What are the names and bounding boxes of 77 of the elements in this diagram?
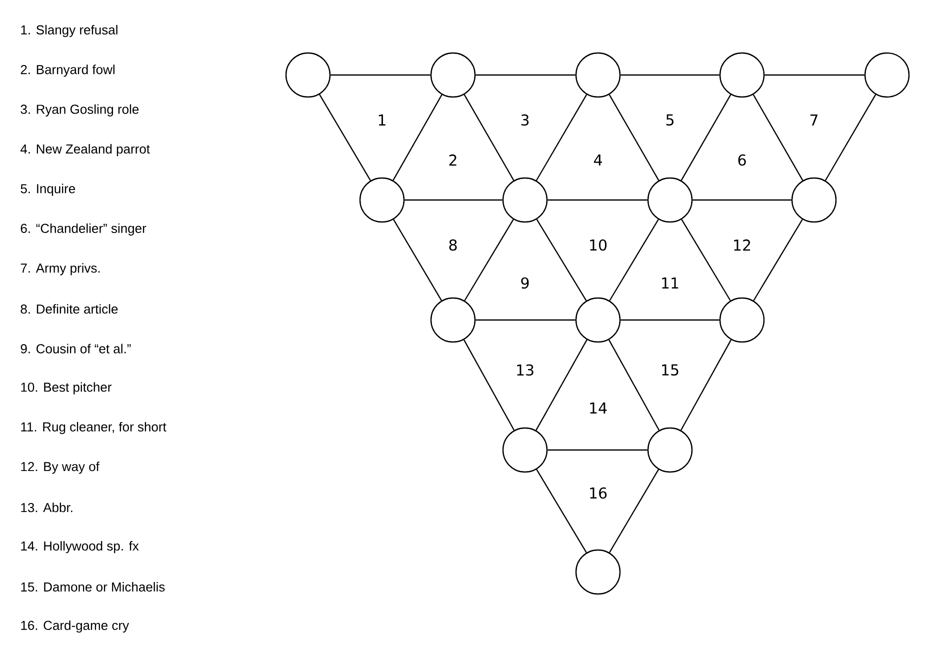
grid-line [620, 74, 720, 76]
grid-line [476, 74, 576, 76]
grid-line [753, 219, 803, 301]
clue-text: 7. Army privs. [20, 263, 100, 276]
clue-text: 8. Definite article [20, 304, 118, 314]
grid-line [680, 94, 732, 181]
triangle-number: 2 [449, 154, 456, 166]
clue-text: 13. Abbr. [21, 502, 72, 512]
answer-circle [430, 52, 476, 98]
clue-text: 12. By way of [21, 462, 100, 474]
triangle-number: 10 [590, 239, 607, 251]
grid-line [824, 94, 876, 181]
clue-text: 2. Barnyard fowl [20, 64, 114, 77]
answer-circle [430, 297, 476, 343]
grid-line [692, 199, 792, 201]
grid-line [620, 319, 720, 321]
grid-line [476, 319, 576, 321]
clue-text: 4. New Zealand parrot [20, 144, 150, 156]
grid-line [464, 219, 514, 301]
answer-circle [575, 52, 621, 98]
triangle-number: 1 [378, 114, 386, 126]
grid-line [392, 94, 442, 181]
clue-text: 11. Rug cleaner, for short [21, 422, 166, 434]
triangle-number: 14 [590, 402, 607, 414]
answer-circle [864, 52, 910, 98]
answer-circle [647, 177, 693, 223]
grid-line [536, 219, 587, 301]
grid-line [393, 219, 442, 301]
grid-line [319, 94, 372, 181]
answer-circle [719, 52, 765, 98]
answer-circle [502, 427, 548, 473]
answer-circle [502, 177, 548, 223]
answer-circle [575, 297, 621, 343]
grid-line [536, 339, 588, 431]
clue-text: 15. Damone or Michaelis [21, 582, 165, 592]
grid-line [681, 219, 731, 301]
triangle-number: 13 [517, 364, 534, 376]
grid-line [752, 94, 804, 181]
triangle-number: 9 [521, 277, 529, 289]
clue-text: 3. Ryan Gosling role [20, 104, 139, 116]
answer-circle [647, 427, 693, 473]
grid-line [330, 74, 430, 76]
triangle-number: 7 [810, 114, 818, 126]
grid-line [609, 219, 659, 301]
grid-line [548, 449, 648, 451]
grid-line [608, 469, 660, 553]
triangle-number: 5 [666, 114, 674, 126]
clue-text: 5. Inquire [20, 184, 76, 196]
answer-circle [791, 177, 837, 223]
clue-text: 10. Best pitcher [21, 382, 112, 394]
clue-text: 16. Card-game cry [21, 620, 130, 633]
triangle-number: 16 [590, 487, 607, 499]
grid-line [608, 94, 660, 181]
grid-line [548, 199, 648, 201]
grid-line [404, 199, 502, 201]
clue-text: 1. Slangy refusal [21, 24, 118, 38]
answer-circle [359, 177, 405, 223]
grid-line [536, 94, 588, 181]
clue-text: 14. Hollywood sp. fx [21, 541, 139, 554]
clue-text: 6. “Chandelier” singer [20, 223, 146, 236]
answer-circle [285, 52, 331, 98]
grid-line [680, 339, 732, 431]
answer-circle [575, 549, 621, 595]
triangle-number: 8 [449, 239, 457, 251]
triangle-number: 3 [521, 114, 529, 126]
grid-line [464, 94, 514, 181]
triangle-number: 15 [662, 364, 678, 376]
grid-line [463, 339, 515, 431]
answer-circle [719, 297, 765, 343]
triangle-number: 6 [738, 154, 746, 166]
triangle-number: 11 [662, 278, 678, 288]
grid-line [536, 469, 587, 553]
triangle-number: 12 [734, 239, 750, 251]
clue-text: 9. Cousin of “et al.” [20, 344, 131, 354]
grid-line [608, 339, 660, 431]
triangle-number: 4 [594, 154, 602, 166]
grid-line [764, 74, 864, 76]
